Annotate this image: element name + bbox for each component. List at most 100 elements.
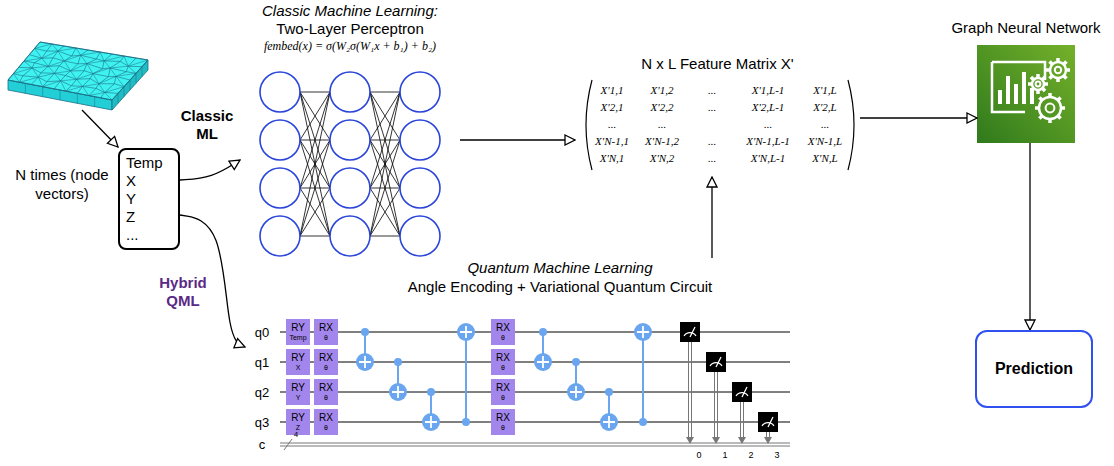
measure-arrow [686,437,694,444]
qubit-wire [280,422,790,423]
neuron-link [300,140,330,236]
edge-label-holder: Classic ML [175,106,239,144]
neuron-link [370,188,400,236]
mesh-line [76,48,81,55]
mesh-line [70,71,76,79]
matrix-bracket [586,80,592,170]
label-holder: c [259,437,266,452]
label-holder: X'1,2 [651,84,674,97]
gnn-box: Graph Neural Network [977,45,1075,143]
mesh-line [77,54,112,93]
mesh-line [128,60,148,66]
mesh-line [77,74,93,80]
measure-arrow [764,437,772,444]
neuron-link [370,140,400,236]
label-holder: ... [821,118,829,131]
label-holder: ... [764,118,772,131]
neuron-link [300,92,330,140]
neuron [400,216,440,256]
label-holder: q3 [255,415,269,430]
cnot-control [361,328,369,336]
neuron-link [300,92,330,236]
measure-arrow [712,437,720,444]
gate-box: RXθ [314,409,338,435]
label-holder: 1 [722,450,727,460]
mesh-line [100,58,136,98]
mesh-line [93,68,110,74]
matrix-cell: X'2,L [813,101,836,114]
gate-label: RX [496,383,510,394]
matrix-cell: X'N-1,L-1 [746,135,790,148]
mesh-line [89,92,105,95]
measure-box [680,322,700,342]
quantum-circuit-block: Quantum Machine LearningAngle Encoding +… [245,258,875,464]
gnn-icon [977,45,1075,143]
gate-box: RYY [286,379,310,405]
gate-label: RY [291,323,305,334]
gate-label: RX [496,323,510,334]
mesh-line [124,56,128,66]
prediction-box: Prediction [975,330,1093,408]
neuron-link [300,236,330,237]
gate-box: RXθ [314,319,338,345]
matrix-cell: X'N-1,L [808,135,842,148]
matrix-cell: X'N,1 [600,152,625,165]
mesh-line [32,66,48,68]
cnot-control [605,388,613,396]
matrix-cell: X'N-1,1 [595,135,629,148]
bit-index: 2 [748,450,753,460]
measure-arrow [738,437,746,444]
mesh-line [105,92,112,100]
neuron-link [370,92,400,188]
gate-box: RYX [286,349,310,375]
cnot-target [534,353,552,371]
matrix-cell: X'N,L [812,152,837,165]
mesh-line [8,42,40,80]
neuron-link [370,92,400,236]
mesh-line [13,74,118,94]
label-holder: ... [708,84,716,97]
mesh-line [104,56,124,61]
neuron-link [370,92,400,140]
label-holder: X'1,1 [601,84,624,97]
mesh-line [64,61,70,71]
gate-box: RXθ [491,349,515,375]
label-holder: 3 [774,450,779,460]
mesh-line [116,73,136,76]
mesh-line [94,97,95,107]
label-holder: X'N-1,2 [645,135,679,148]
measure-needle [768,417,773,427]
cnot-target [389,383,407,401]
cnot-plus [537,356,549,368]
qubit-label: q3 [255,415,269,430]
gate-label: Y [296,394,301,401]
mesh-line [42,87,43,97]
connector [180,160,240,180]
icon-bars [1000,72,1032,104]
label-holder: q1 [255,355,269,370]
label-holder: X'N,L [812,152,837,165]
node-text: Temp X Y Z ... [126,154,172,244]
bit-index: 3 [774,450,779,460]
input-arrow [82,110,118,147]
mesh-line [54,71,70,73]
mesh-line [32,68,38,77]
mesh-line [58,51,64,61]
neuron [260,72,300,112]
mesh-line [118,93,119,103]
node-text: Quantum Machine Learning [245,258,875,277]
label-holder: ... [708,101,716,114]
label-holder: X'2,1 [601,101,624,114]
matrix-cell: ... [708,135,716,148]
neuron-link [370,92,400,93]
mesh-line [38,73,54,77]
neuron [260,120,300,160]
neuron-link [370,92,400,188]
node-text: N x L Feature Matrix X' [575,55,860,73]
mesh-line [35,44,52,48]
matrix-cell: ... [821,118,829,131]
gate-label: RX [496,353,510,364]
cnot-plus [570,386,582,398]
cnot-control [639,418,647,426]
